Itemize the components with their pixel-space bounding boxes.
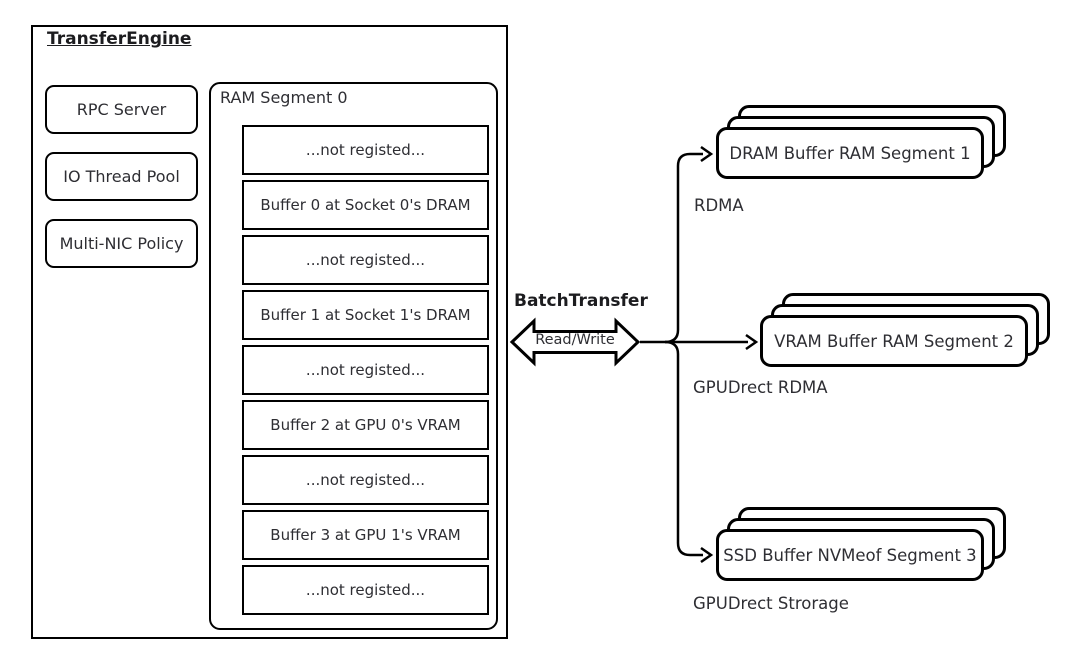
read-write-double-arrow	[509, 317, 641, 367]
card-ssd-segment-3: SSD Buffer NVMeof Segment 3	[716, 529, 984, 581]
transfer-engine-title: TransferEngine	[47, 29, 192, 49]
ram-row-not-registed-3: ...not registed...	[242, 455, 489, 505]
batch-transfer-title: BatchTransfer	[514, 291, 648, 311]
ram-row-buffer-2: Buffer 2 at GPU 0's VRAM	[242, 400, 489, 450]
card-label: DRAM Buffer RAM Segment 1	[729, 143, 971, 163]
ram-segment-0-label: RAM Segment 0	[220, 88, 348, 107]
component-label: RPC Server	[76, 100, 167, 119]
arrowhead-up-icon	[700, 145, 714, 163]
ram-row-buffer-0: Buffer 0 at Socket 0's DRAM	[242, 180, 489, 230]
label-gpudirect-storage: GPUDrect Strorage	[693, 594, 849, 613]
component-io-thread-pool: IO Thread Pool	[45, 152, 198, 201]
ram-row-not-registed-4: ...not registed...	[242, 565, 489, 615]
read-write-label: Read/Write	[535, 332, 615, 348]
ram-row-not-registed-2: ...not registed...	[242, 345, 489, 395]
arrowhead-down-icon	[700, 546, 714, 564]
ram-row-not-registed-0: ...not registed...	[242, 125, 489, 175]
component-label: IO Thread Pool	[63, 167, 180, 186]
card-dram-segment-1: DRAM Buffer RAM Segment 1	[716, 127, 984, 179]
ram-row-buffer-1: Buffer 1 at Socket 1's DRAM	[242, 290, 489, 340]
branch-line-down	[664, 340, 703, 557]
card-label: SSD Buffer NVMeof Segment 3	[723, 545, 977, 565]
card-vram-segment-2: VRAM Buffer RAM Segment 2	[760, 315, 1028, 367]
arrowhead-middle-icon	[745, 333, 759, 351]
component-rpc-server: RPC Server	[45, 85, 198, 134]
component-multi-nic-policy: Multi-NIC Policy	[45, 219, 198, 268]
ram-row-not-registed-1: ...not registed...	[242, 235, 489, 285]
component-label: Multi-NIC Policy	[59, 234, 184, 253]
label-rdma: RDMA	[694, 196, 744, 215]
branch-line-up	[664, 152, 703, 344]
card-label: VRAM Buffer RAM Segment 2	[774, 331, 1014, 351]
ram-row-buffer-3: Buffer 3 at GPU 1's VRAM	[242, 510, 489, 560]
label-gpudirect-rdma: GPUDrect RDMA	[693, 378, 828, 397]
